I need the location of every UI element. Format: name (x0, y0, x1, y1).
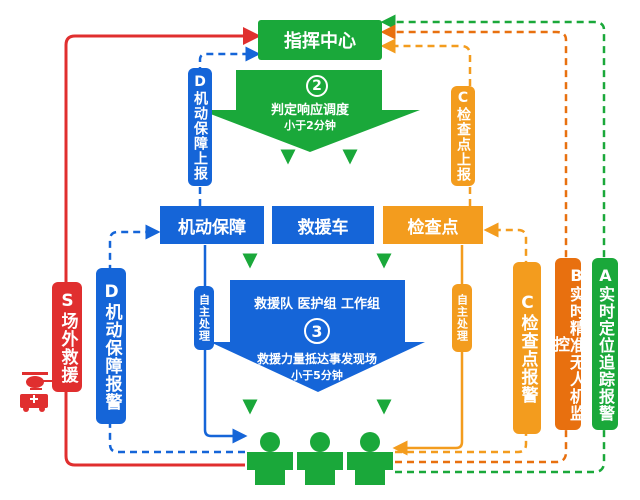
s-route-line (64, 27, 261, 467)
checkpoint-box: 检查点 (383, 206, 483, 244)
step2-number: 2 (306, 75, 328, 97)
mobile-support-box: 机动保障 (160, 206, 264, 244)
rescuers-icon (247, 432, 393, 485)
c-top-route-line (380, 38, 472, 206)
self-handle-left-label: 自主处理 (194, 286, 214, 350)
b-drone-monitor-label: B实时精准无人机监控 (551, 258, 586, 430)
step2-subtitle: 小于2分钟 (284, 119, 336, 132)
d-alarm-label: D机动保障报警 (96, 268, 126, 424)
c-report-up-label: C检查点上报 (451, 86, 475, 186)
d-top-route-line (198, 46, 261, 206)
step2-title: 判定响应调度 (270, 103, 349, 118)
c-bottom-route-line (395, 222, 528, 454)
self-left-route-line (203, 245, 248, 444)
command-center-box: 指挥中心 (258, 20, 382, 60)
helicopter-icon (22, 372, 56, 390)
ambulance-icon (20, 394, 48, 412)
c-alarm-label: C检查点报警 (513, 262, 541, 434)
self-handle-right-label: 自主处理 (452, 284, 472, 352)
step3-subtitle: 小于5分钟 (291, 369, 343, 382)
step3-title: 救援力量抵达事发现场 (256, 352, 377, 366)
ambulance-box: 救援车 (272, 206, 374, 244)
self-right-route-line (392, 245, 464, 456)
a-locate-alarm-label: A实时定位追踪报警 (592, 258, 618, 430)
s-offsite-rescue-label: S场外救援 (52, 282, 82, 392)
step3-teams: 救援队 医护组 工作组 (253, 297, 381, 312)
d-report-up-label: D机动保障上报 (188, 68, 212, 186)
step3-number: 3 (304, 318, 330, 344)
